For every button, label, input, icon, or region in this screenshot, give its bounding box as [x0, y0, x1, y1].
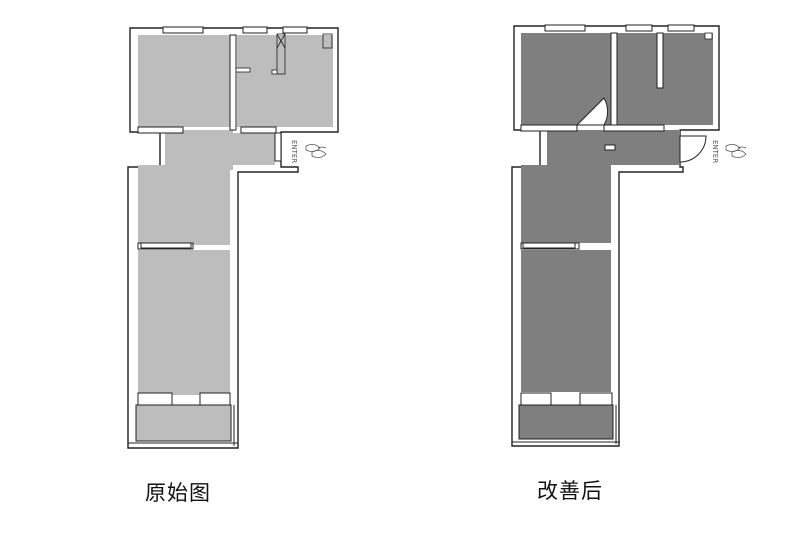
balcony — [518, 404, 614, 440]
window — [522, 242, 576, 249]
caption-before: 原始图 — [145, 481, 211, 505]
partition-low — [137, 392, 173, 406]
window — [162, 26, 204, 34]
room-corridor — [183, 130, 233, 170]
room-hall-lower — [521, 250, 611, 392]
caption-after: 改善后 — [537, 479, 603, 503]
window — [544, 24, 586, 32]
window — [140, 242, 192, 249]
stub-wall — [271, 69, 278, 75]
partition-vertical — [610, 32, 618, 129]
room-hall-upper — [138, 165, 230, 245]
cabinet — [276, 33, 286, 75]
room-bedroom-1 — [138, 35, 230, 127]
shelf — [235, 67, 251, 73]
partition-upper-left — [137, 126, 184, 134]
wardrobe-divider — [656, 32, 664, 89]
room-bedroom-2 — [617, 33, 713, 125]
fixtures — [704, 32, 713, 40]
partition-low — [520, 392, 552, 406]
window — [282, 26, 308, 34]
floor-plan-before: ENTER — [127, 26, 339, 449]
door-swing — [679, 135, 707, 163]
stub-wall — [604, 144, 616, 151]
partition-upper-right — [603, 124, 665, 132]
entry-label: ENTER — [290, 140, 298, 163]
floor-plan-after: ENTER — [511, 24, 747, 447]
windows — [522, 24, 695, 249]
entry-label: ENTER — [711, 140, 719, 163]
windows — [140, 26, 308, 249]
room-hall-lower — [138, 250, 230, 395]
window — [667, 24, 695, 32]
shoes-icon — [725, 144, 747, 158]
window — [625, 24, 653, 32]
sink — [322, 33, 333, 49]
partition-vertical — [229, 34, 237, 131]
partition-upper-right — [240, 126, 277, 134]
room-fills — [138, 35, 333, 395]
fixtures — [235, 33, 333, 75]
window — [242, 26, 268, 34]
partition-low-right — [579, 392, 613, 406]
door-swing — [575, 97, 609, 126]
door-cut — [274, 132, 282, 162]
balcony — [135, 404, 232, 442]
sink — [704, 32, 713, 40]
partition-low-right — [199, 392, 231, 406]
partition-upper-left — [520, 124, 578, 132]
room-hall-upper — [521, 165, 611, 243]
shoes-icon — [305, 144, 327, 158]
